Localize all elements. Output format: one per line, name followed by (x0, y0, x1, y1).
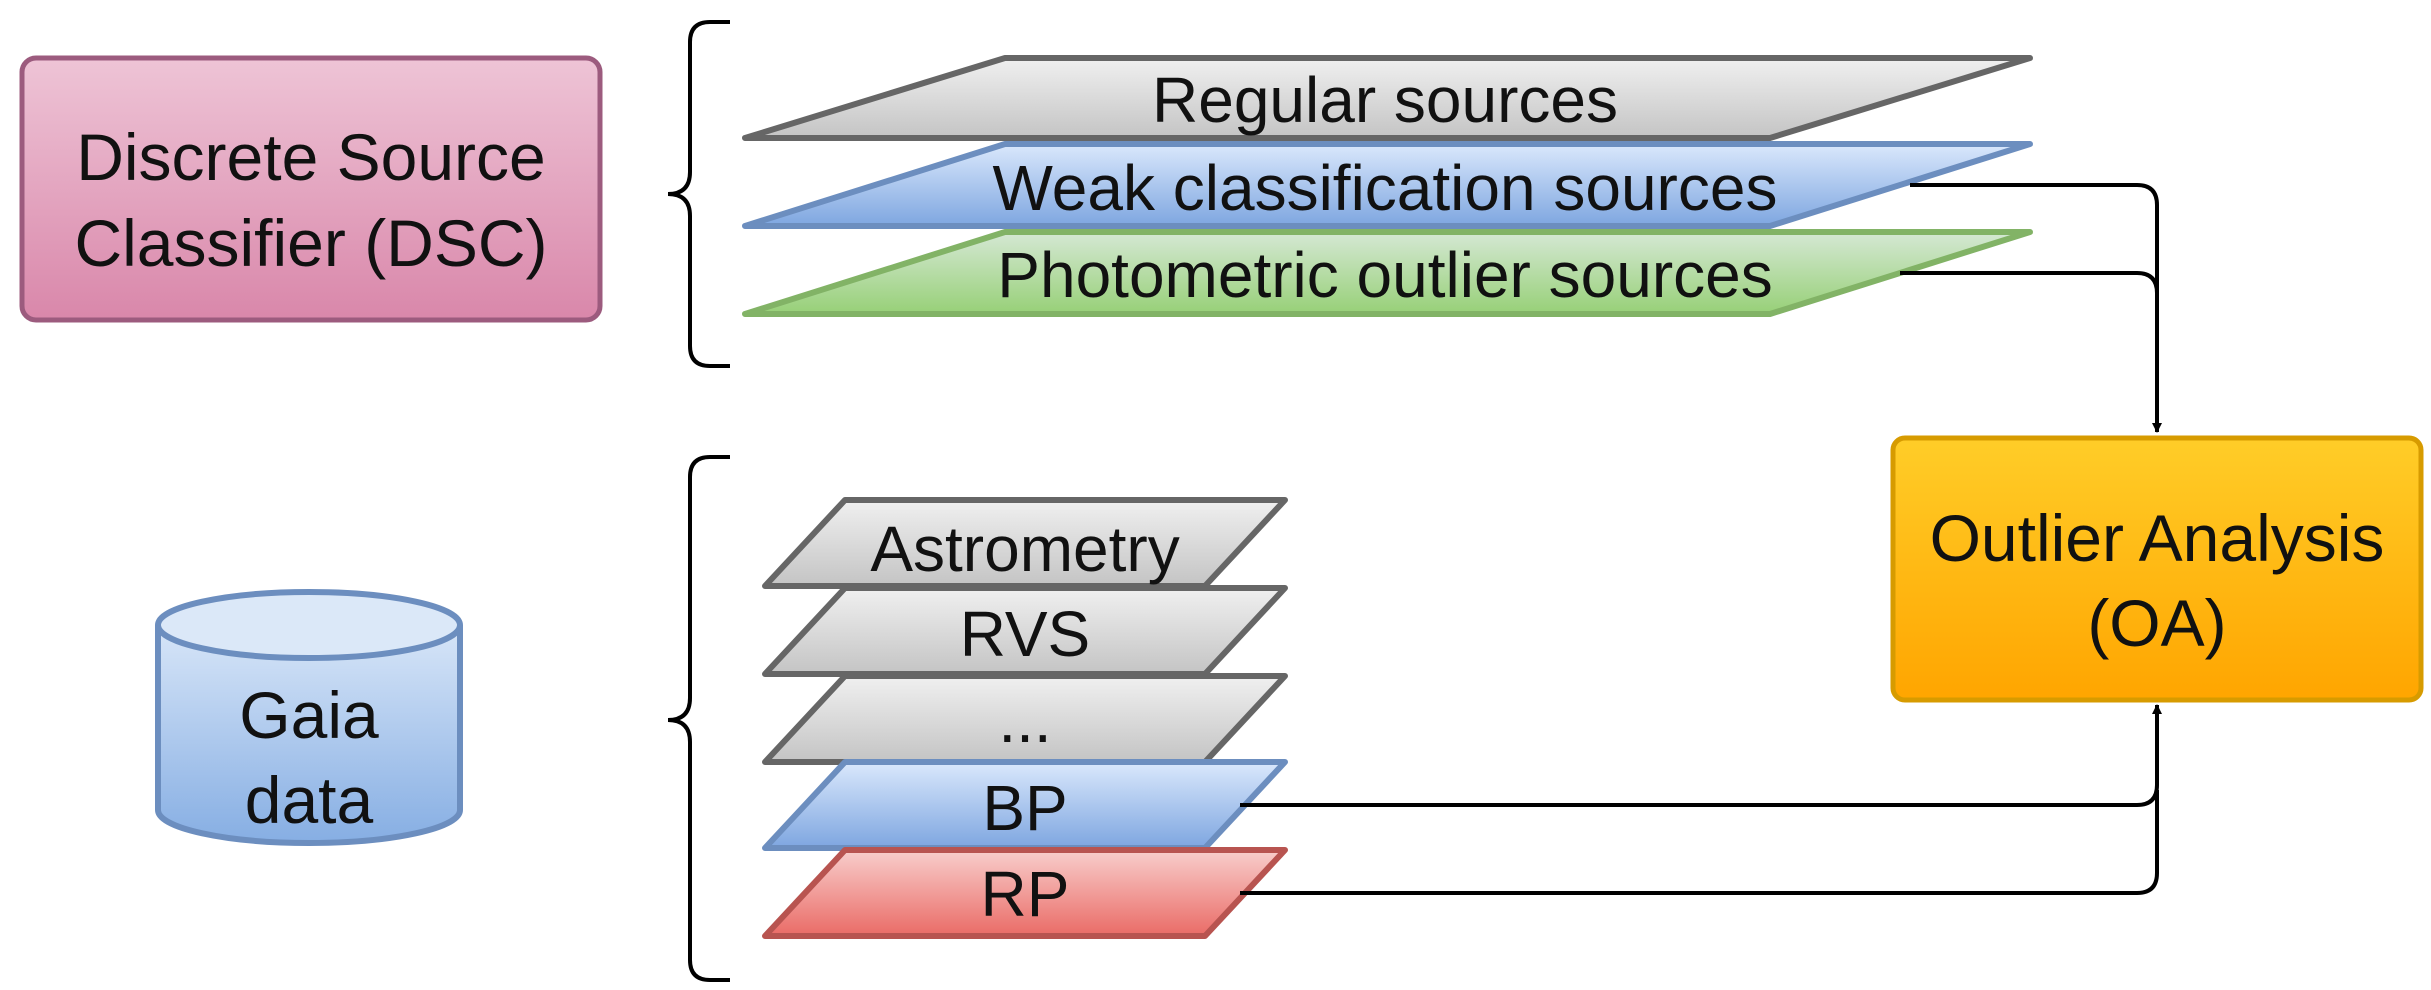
oa-node: Outlier Analysis (OA) (1890, 435, 2424, 703)
gaia-cylinder-body (155, 625, 463, 846)
data-stack-rvs-label: RVS (960, 598, 1090, 670)
dsc-node: Discrete Source Classifier (DSC) (19, 55, 603, 323)
edge-photometric-to-oa (1900, 271, 2159, 330)
oa-box (1890, 435, 2424, 703)
source-band-weak: Weak classification sources (742, 141, 2033, 229)
source-band-weak-label: Weak classification sources (993, 152, 1778, 224)
gaia-label-line2: data (245, 763, 374, 837)
edge-bp-to-oa (1240, 704, 2162, 807)
data-stack-rp: RP (762, 847, 1288, 939)
source-band-regular-label: Regular sources (1152, 64, 1618, 136)
oa-label-line1: Outlier Analysis (1930, 501, 2385, 575)
dsc-label-line2: Classifier (DSC) (74, 206, 547, 280)
dsc-label-line1: Discrete Source (76, 120, 546, 194)
source-band-regular-shape (742, 55, 2033, 141)
data-stack-rvs: RVS (762, 585, 1288, 677)
data-stack-ellipsis-label: ... (998, 684, 1051, 756)
gaia-label-line1: Gaia (239, 678, 379, 752)
dsc-box (19, 55, 603, 323)
gaia-data-node: Gaia data (155, 589, 463, 846)
top-brace (667, 20, 730, 368)
source-band-photometric-shape (742, 229, 2033, 317)
source-band-photometric: Photometric outlier sources (742, 229, 2033, 317)
source-band-regular: Regular sources (742, 55, 2033, 141)
data-stack-rp-shape (762, 847, 1288, 939)
gaia-cylinder-top (155, 589, 463, 661)
data-stack-rp-label: RP (981, 858, 1070, 930)
data-stack-bp-label: BP (982, 772, 1067, 844)
edge-rp-to-oa (1240, 790, 2159, 895)
oa-label-line2: (OA) (2087, 586, 2226, 660)
data-stack-ellipsis: ... (762, 673, 1288, 765)
edge-weak-to-oa (1910, 183, 2162, 433)
source-band-weak-shape (742, 141, 2033, 229)
source-band-photometric-label: Photometric outlier sources (997, 239, 1772, 311)
bottom-brace (667, 455, 730, 982)
data-stack-astrometry-label: Astrometry (870, 513, 1179, 585)
data-stack-astrometry: Astrometry (762, 497, 1288, 589)
data-stack-bp: BP (762, 759, 1288, 851)
